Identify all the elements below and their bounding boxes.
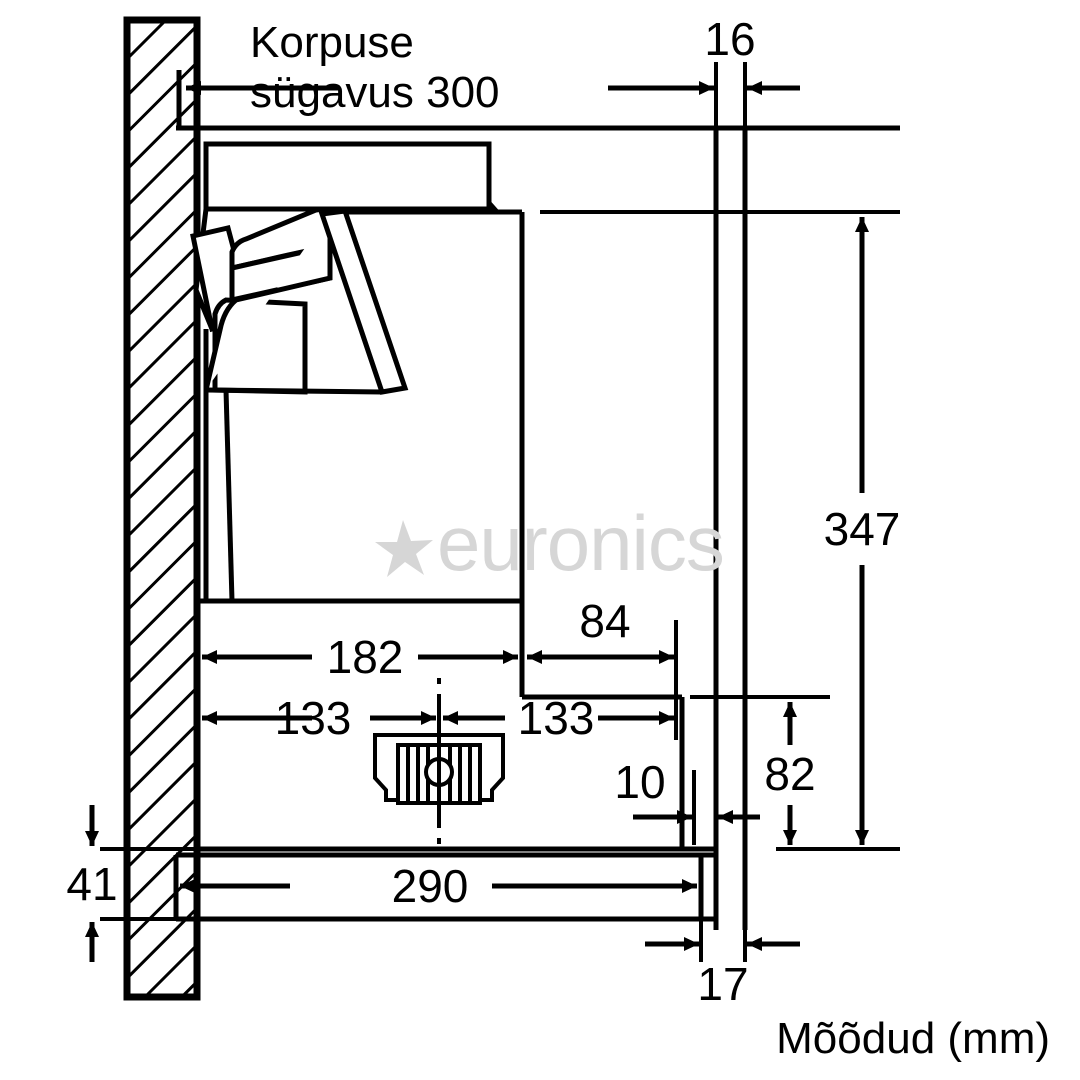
dimension-cabinet-depth: Korpuse sügavus 300 [186, 18, 500, 117]
dimension-347: 347 [824, 217, 901, 845]
dimension-290-value: 290 [392, 860, 469, 912]
dimension-16: 16 [608, 13, 800, 95]
cabinet-depth-label-line2: sügavus 300 [250, 68, 500, 117]
dimension-133-right-value: 133 [518, 692, 595, 744]
dimension-182-value: 182 [327, 631, 404, 683]
lower-body-box [195, 601, 716, 852]
dimension-17-value: 17 [697, 958, 748, 1010]
dimension-133-left: 133 [202, 692, 436, 744]
hood-front-assembly [190, 206, 409, 602]
cabinet-outline [176, 70, 900, 131]
dimension-347-value: 347 [824, 503, 901, 555]
extension-lines [100, 62, 900, 962]
base-plinth [173, 852, 716, 922]
dimension-41-value: 41 [66, 858, 117, 910]
wall-section [123, 16, 201, 1001]
dimension-84: 84 [527, 595, 674, 664]
dimension-17: 17 [645, 937, 800, 1010]
hood-top-box [203, 141, 492, 212]
dimension-290: 290 [180, 860, 697, 912]
dimension-16-value: 16 [704, 13, 755, 65]
cabinet-depth-label-line1: Korpuse [250, 18, 414, 67]
dimension-133-right: 133 [443, 692, 674, 744]
euronics-watermark: euronics [375, 499, 725, 587]
dimension-82-value: 82 [764, 748, 815, 800]
dimension-82: 82 [764, 702, 816, 845]
watermark-label: euronics [437, 499, 724, 587]
main-body-outline [198, 188, 525, 604]
dimension-10: 10 [614, 756, 760, 824]
dimension-10-value: 10 [614, 756, 665, 808]
star-icon [375, 520, 433, 577]
dimension-41: 41 [66, 805, 118, 962]
dimension-133-left-value: 133 [275, 692, 352, 744]
units-caption: Mõõdud (mm) [776, 1014, 1050, 1063]
dimension-84-value: 84 [579, 595, 630, 647]
dimension-182: 182 [202, 631, 518, 683]
right-panel-bars [713, 125, 748, 930]
